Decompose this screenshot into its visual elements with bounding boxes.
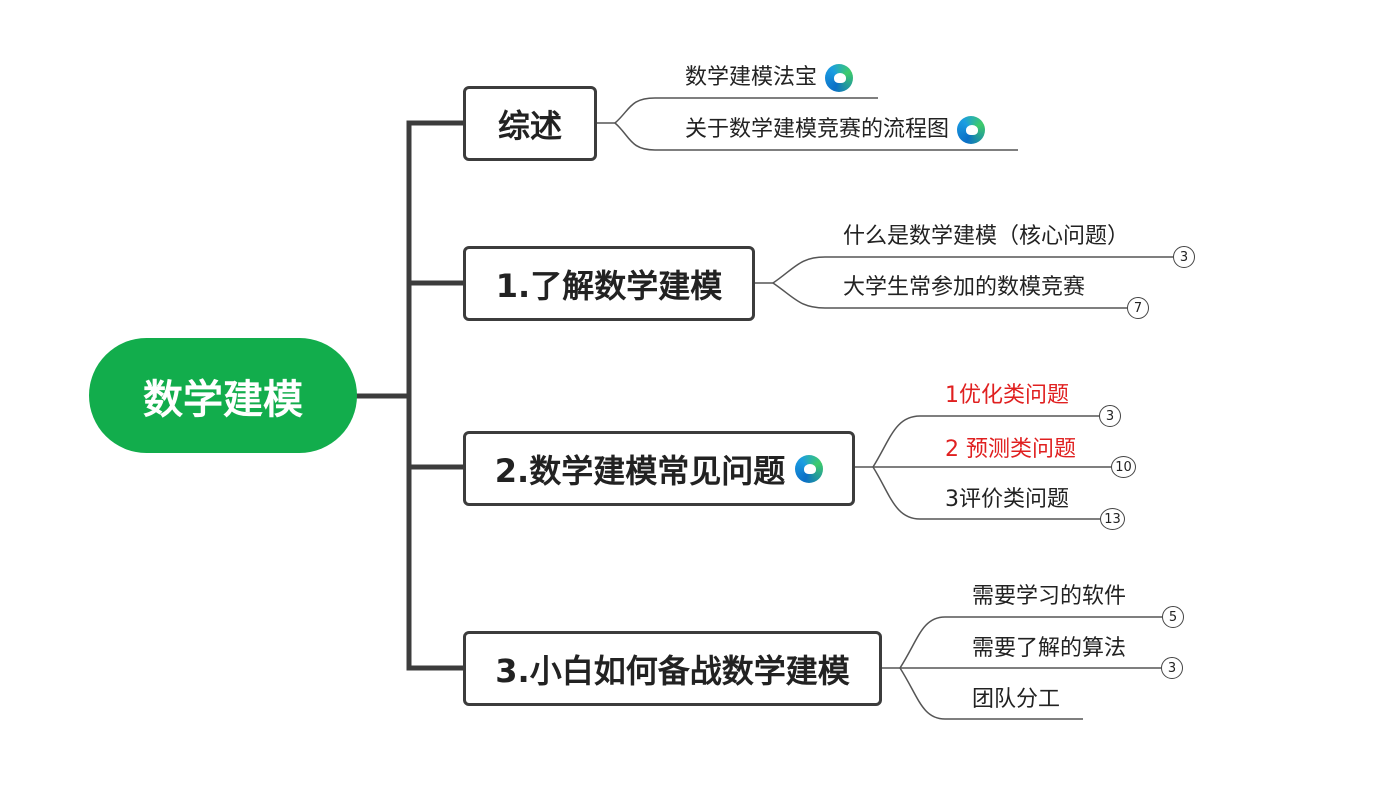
leaf-modeling-treasure[interactable]: 数学建模法宝 — [685, 64, 854, 92]
leaf-label: 2 预测类问题 — [945, 437, 1076, 462]
leaf-label: 数学建模法宝 — [685, 65, 818, 90]
branch-label: 3.小白如何备战数学建模 — [495, 651, 850, 690]
leaf-what-is-modeling[interactable]: 什么是数学建模（核心问题） — [843, 223, 1129, 251]
branch-overview[interactable]: 综述 — [463, 86, 597, 161]
leaf-label: 大学生常参加的数模竞赛 — [843, 275, 1086, 300]
root-label: 数学建模 — [143, 376, 303, 423]
branch-label: 综述 — [497, 106, 562, 145]
collapsed-count-badge[interactable]: 7 — [1127, 297, 1149, 319]
leaf-label: 需要了解的算法 — [972, 636, 1127, 661]
branch-label: 1.了解数学建模 — [495, 266, 723, 305]
leaf-label: 团队分工 — [972, 687, 1061, 712]
branch-label: 2.数学建模常见问题 — [494, 451, 786, 490]
collapsed-count-badge[interactable]: 10 — [1111, 456, 1136, 478]
edge-browser-icon[interactable] — [795, 454, 824, 483]
leaf-evaluation[interactable]: 3评价类问题 — [945, 486, 1069, 514]
leaf-optimization[interactable]: 1优化类问题 — [945, 382, 1069, 410]
root-node[interactable]: 数学建模 — [89, 338, 357, 453]
collapsed-count-badge[interactable]: 3 — [1173, 246, 1195, 268]
collapsed-count-badge[interactable]: 3 — [1161, 657, 1183, 679]
leaf-label: 1优化类问题 — [945, 383, 1069, 408]
branch-common-problems[interactable]: 2.数学建模常见问题 — [463, 431, 855, 506]
leaf-competition-flowchart[interactable]: 关于数学建模竞赛的流程图 — [685, 116, 986, 144]
leaf-label: 关于数学建模竞赛的流程图 — [685, 117, 950, 142]
leaf-competitions[interactable]: 大学生常参加的数模竞赛 — [843, 274, 1085, 302]
branch-prepare[interactable]: 3.小白如何备战数学建模 — [463, 631, 882, 706]
edge-browser-icon[interactable] — [825, 64, 854, 92]
branch-understand-modeling[interactable]: 1.了解数学建模 — [463, 246, 755, 321]
collapsed-count-badge[interactable]: 3 — [1099, 405, 1121, 427]
leaf-software[interactable]: 需要学习的软件 — [972, 583, 1126, 611]
leaf-teamwork[interactable]: 团队分工 — [972, 686, 1060, 714]
leaf-label: 3评价类问题 — [945, 487, 1069, 512]
leaf-algorithms[interactable]: 需要了解的算法 — [972, 635, 1126, 663]
leaf-prediction[interactable]: 2 预测类问题 — [945, 436, 1076, 464]
leaf-label: 需要学习的软件 — [972, 584, 1127, 609]
edge-browser-icon[interactable] — [957, 116, 986, 144]
collapsed-count-badge[interactable]: 5 — [1162, 606, 1184, 628]
collapsed-count-badge[interactable]: 13 — [1100, 508, 1125, 530]
leaf-label: 什么是数学建模（核心问题） — [843, 224, 1130, 249]
